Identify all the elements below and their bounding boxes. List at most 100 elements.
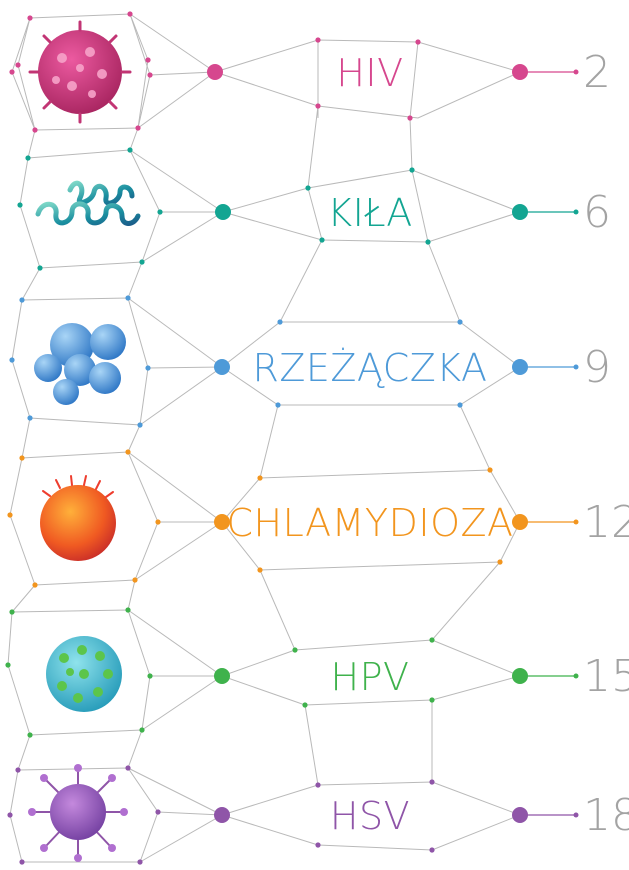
mesh-node: [139, 259, 145, 265]
mesh-node: [19, 297, 25, 303]
value-dot: [573, 69, 579, 75]
mesh-node: [415, 39, 421, 45]
mesh-node: [292, 647, 298, 653]
mesh-node: [19, 455, 25, 461]
hiv-virus-icon: [28, 20, 132, 124]
mesh-node: [145, 365, 151, 371]
right-node: [512, 359, 528, 375]
left-node: [214, 807, 230, 823]
mesh-node: [17, 202, 23, 208]
mesh-node: [132, 577, 138, 583]
disease-label: RZEŻĄCZKA: [252, 346, 487, 390]
mesh-node: [32, 127, 38, 133]
left-node: [214, 668, 230, 684]
mesh-node: [157, 209, 163, 215]
left-node: [214, 514, 230, 530]
mesh-node: [409, 167, 415, 173]
mesh-node: [257, 475, 263, 481]
mesh-node: [155, 519, 161, 525]
value-dot: [573, 364, 579, 370]
mesh-node: [137, 859, 143, 865]
mesh-node: [497, 559, 503, 565]
mesh-node: [125, 449, 131, 455]
value-label: 12: [583, 497, 629, 548]
mesh-node: [429, 779, 435, 785]
disease-label: HSV: [330, 794, 410, 838]
mesh-node: [9, 609, 15, 615]
mesh-node: [457, 402, 463, 408]
value-dot: [573, 812, 579, 818]
mesh-node: [19, 859, 25, 865]
right-node: [512, 668, 528, 684]
mesh-node: [487, 467, 493, 473]
right-node: [512, 204, 528, 220]
value-dot: [573, 673, 579, 679]
mesh-node: [32, 582, 38, 588]
mesh-node: [9, 69, 15, 75]
mesh-node: [139, 727, 145, 733]
left-node: [215, 204, 231, 220]
syphilis-spirochete-icon: [35, 180, 141, 226]
disease-label: HIV: [336, 51, 403, 95]
row-hsv: HSV 18: [214, 790, 629, 841]
mesh-node: [127, 147, 133, 153]
mesh-node: [7, 812, 13, 818]
disease-label: KIŁA: [327, 191, 412, 235]
right-node: [512, 807, 528, 823]
value-label: 9: [583, 342, 611, 393]
value-dot: [573, 519, 579, 525]
mesh-node: [155, 809, 161, 815]
network-mesh: [7, 13, 522, 863]
mesh-node: [257, 567, 263, 573]
value-label: 15: [583, 651, 629, 702]
left-node: [207, 64, 223, 80]
mesh-node: [27, 15, 33, 21]
mesh-node: [27, 732, 33, 738]
mesh-node: [9, 357, 15, 363]
left-node: [214, 359, 230, 375]
row-hiv: HIV 2: [207, 47, 611, 98]
value-label: 2: [583, 47, 611, 98]
right-node: [512, 64, 528, 80]
right-node: [512, 514, 528, 530]
network-nodes: [5, 11, 503, 865]
mesh-node: [429, 637, 435, 643]
mesh-node: [15, 62, 21, 68]
mesh-node: [147, 673, 153, 679]
mesh-node: [127, 11, 133, 17]
value-dot: [573, 209, 579, 215]
mesh-node: [315, 37, 321, 43]
mesh-node: [25, 155, 31, 161]
mesh-node: [457, 319, 463, 325]
disease-label: HPV: [331, 655, 410, 699]
mesh-node: [275, 402, 281, 408]
mesh-node: [135, 125, 141, 131]
mesh-node: [315, 842, 321, 848]
mesh-node: [429, 847, 435, 853]
mesh-node: [125, 765, 131, 771]
mesh-node: [147, 72, 153, 78]
mesh-node: [407, 115, 413, 121]
mesh-node: [7, 512, 13, 518]
gonorrhea-diplococcus-icon: [34, 323, 126, 405]
mesh-node: [277, 319, 283, 325]
mesh-node: [315, 782, 321, 788]
disease-label: CHLAMYDIOZA: [226, 501, 513, 545]
mesh-node: [37, 265, 43, 271]
chlamydia-cell-icon: [40, 475, 116, 561]
mesh-node: [125, 295, 131, 301]
row-chlamydioza: CHLAMYDIOZA 12: [214, 497, 629, 548]
row-hpv: HPV 15: [214, 651, 629, 702]
mesh-node: [137, 422, 143, 428]
mesh-node: [429, 697, 435, 703]
mesh-node: [5, 662, 11, 668]
value-label: 18: [583, 790, 629, 841]
hpv-virus-icon: [46, 636, 122, 712]
mesh-node: [145, 57, 151, 63]
mesh-node: [302, 702, 308, 708]
mesh-node: [27, 415, 33, 421]
mesh-node: [425, 239, 431, 245]
mesh-node: [315, 103, 321, 109]
mesh-node: [305, 185, 311, 191]
